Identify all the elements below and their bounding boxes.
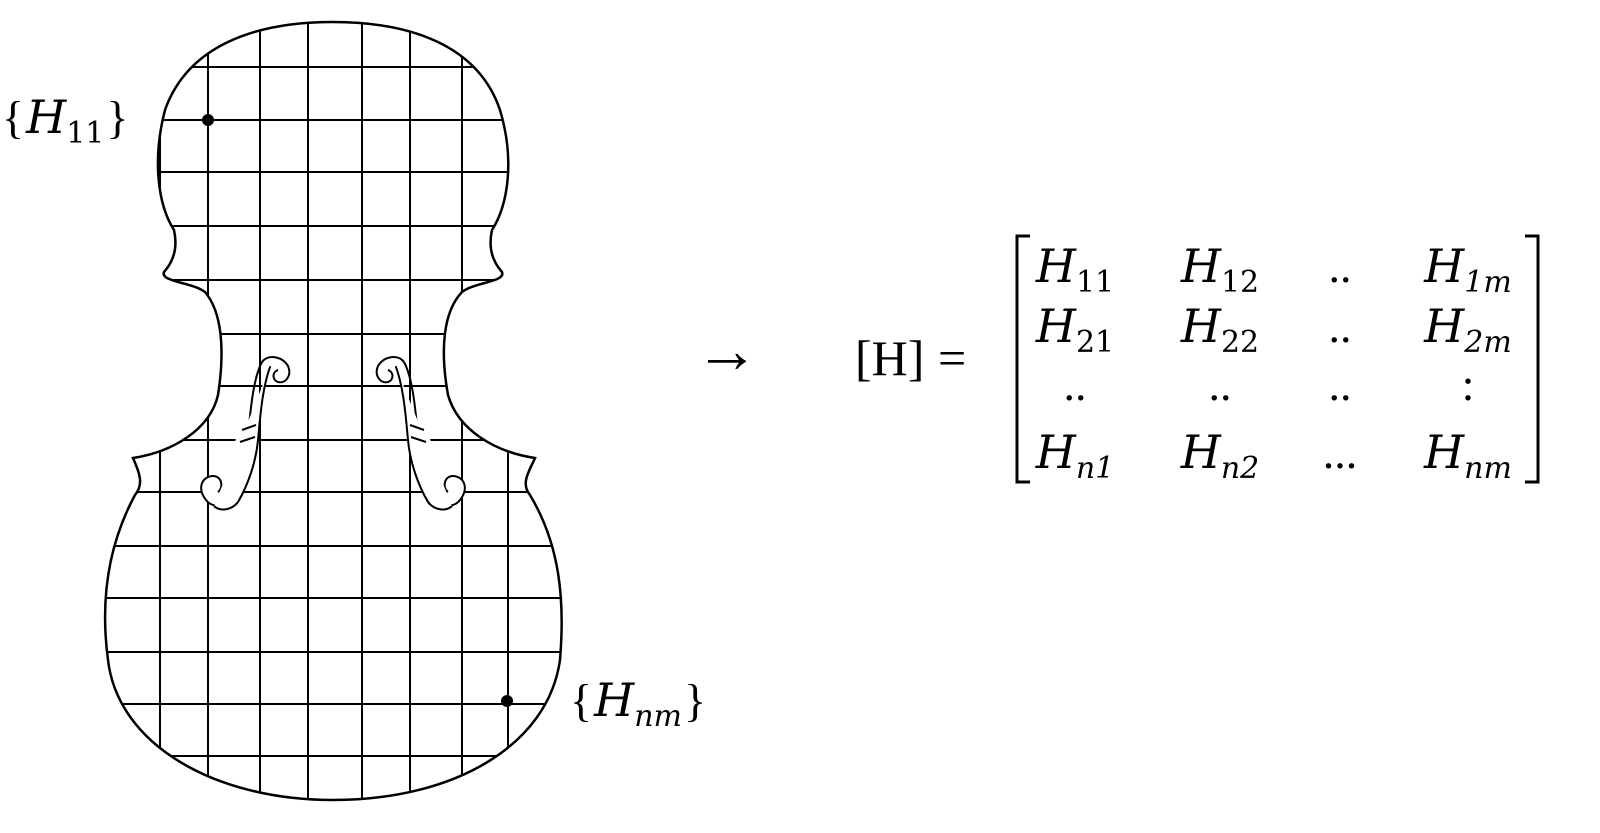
matrix-entry: H22: [1180, 299, 1259, 360]
matrix-entry: H2m: [1423, 299, 1512, 360]
matrix-entry: Hn2: [1180, 425, 1260, 486]
matrix-entry: H12: [1180, 239, 1259, 300]
matrix-entry: H11: [1035, 239, 1114, 300]
equals-sign: =: [938, 330, 966, 386]
matrix-brackets: [1015, 234, 1540, 484]
matrix-entry-subscript: 2m: [1463, 325, 1512, 360]
transform-arrow: →: [695, 315, 759, 386]
matrix-entry-base: H: [1423, 239, 1465, 293]
violin-outline: [103, 20, 563, 802]
matrix-entry: ...: [1323, 427, 1358, 478]
matrix-entry-subscript: 11: [1076, 265, 1114, 300]
left-bracket: [1015, 234, 1030, 484]
matrix-entry-base: H: [1035, 425, 1077, 479]
matrix-entry-subscript: 22: [1221, 325, 1259, 360]
matrix-entry-base: H: [1180, 425, 1222, 479]
matrix-entry-base: H: [1180, 239, 1222, 293]
matrix-entry-subscript: n1: [1076, 451, 1114, 486]
f-hole-left: [200, 356, 291, 511]
matrix-entry-base: H: [1035, 239, 1077, 293]
matrix-entry: ..: [1064, 359, 1087, 410]
point-hnm-marker: [501, 695, 513, 707]
matrix-entry-subscript: 1m: [1464, 265, 1512, 300]
matrix-entry: ..: [1329, 359, 1352, 410]
f-hole-right: [375, 356, 466, 511]
matrix-entry-base: H: [1035, 299, 1077, 353]
matrix-entry-subscript: 21: [1076, 325, 1114, 360]
matrix-entry-subscript: n2: [1221, 451, 1259, 486]
matrix-entry: ..: [1209, 359, 1232, 410]
matrix-entry: H1m: [1423, 239, 1512, 300]
matrix-entry: H21: [1035, 299, 1114, 360]
matrix-entry: :: [1462, 359, 1475, 410]
matrix-entry-base: H: [1423, 425, 1465, 479]
matrix-lhs: [H]: [855, 330, 924, 386]
matrix-entry-subscript: 12: [1221, 265, 1259, 300]
label-h11: {H11}: [2, 90, 129, 151]
label-hnm: {Hnm}: [570, 673, 706, 734]
matrix-entry-base: H: [1423, 299, 1465, 353]
point-h11-marker: [202, 114, 214, 126]
matrix-entry: Hnm: [1423, 425, 1512, 486]
matrix-entry: ..: [1329, 301, 1352, 352]
right-bracket: [1525, 234, 1540, 484]
matrix-entry: Hn1: [1035, 425, 1115, 486]
matrix-entry-base: H: [1180, 299, 1222, 353]
matrix-entry-subscript: nm: [1464, 451, 1512, 486]
matrix-entry: ..: [1329, 241, 1352, 292]
